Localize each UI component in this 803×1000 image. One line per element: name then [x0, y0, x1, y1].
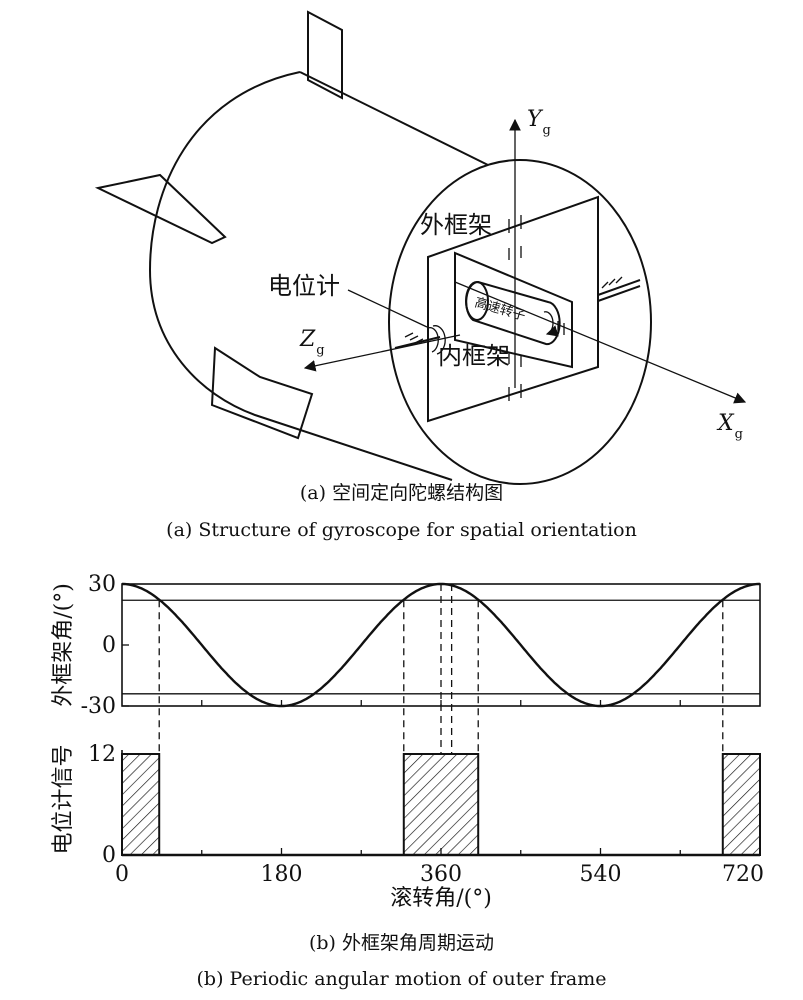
signal-xtick-label-0: 0 [115, 862, 129, 887]
gyroscope-diagram: 外框架 内框架 电位计 高速转子 Yg Zg Xg [94, 10, 747, 485]
roll-angle-xlabel: 滚转角/(°) [390, 886, 492, 911]
signal-pulse-0 [121, 753, 161, 856]
signal-ytick-label-1: 0 [102, 843, 116, 868]
outer-frame [427, 195, 599, 423]
end-face-ellipse [388, 159, 652, 485]
angle-ytick-label-0: 30 [88, 572, 116, 597]
signal-xtick-label-2: 360 [420, 862, 462, 887]
top-fin [307, 10, 343, 100]
potentiometer-assembly [394, 325, 446, 355]
signal-ylabel: 电位计信号 [51, 744, 76, 854]
z-axis-label: Zg [299, 327, 325, 358]
right-pivot [597, 276, 641, 302]
inner-frame [454, 251, 573, 369]
signal-xtick-label-3: 540 [580, 862, 622, 887]
caption-a-cn: (a) 空间定向陀螺结构图 [299, 482, 504, 504]
missile-top-edge [299, 71, 489, 166]
caption-b-en: (b) Periodic angular motion of outer fra… [196, 968, 607, 990]
bottom-fin [210, 346, 314, 440]
left-fin [94, 173, 227, 245]
signal-pulse-1 [402, 753, 480, 856]
caption-b-cn: (b) 外框架角周期运动 [308, 932, 495, 954]
rotor-cylinder [465, 280, 561, 346]
potentiometer-label: 电位计 [268, 272, 340, 300]
signal-xtick-label-1: 180 [261, 862, 303, 887]
outer-frame-label: 外框架 [420, 211, 492, 239]
inner-frame-label: 内框架 [438, 342, 510, 370]
x-axis-arrow [454, 281, 747, 404]
z-axis-arrow [303, 334, 461, 372]
angle-ylabel: 外框架角/(°) [51, 583, 76, 707]
frame-pivots [508, 215, 565, 401]
signal-ytick-label-0: 12 [88, 742, 116, 767]
potentiometer-leader [347, 289, 428, 328]
y-axis-label: Yg [527, 107, 551, 138]
signal-pulse-2 [721, 753, 761, 856]
missile-body [148, 71, 453, 481]
caption-a-en: (a) Structure of gyroscope for spatial o… [166, 519, 637, 541]
signal-xtick-label-4: 720 [722, 862, 764, 887]
angle-ytick-label-2: -30 [81, 694, 116, 719]
angle-ytick-label-1: 0 [102, 633, 116, 658]
x-axis-label: Xg [716, 411, 743, 442]
